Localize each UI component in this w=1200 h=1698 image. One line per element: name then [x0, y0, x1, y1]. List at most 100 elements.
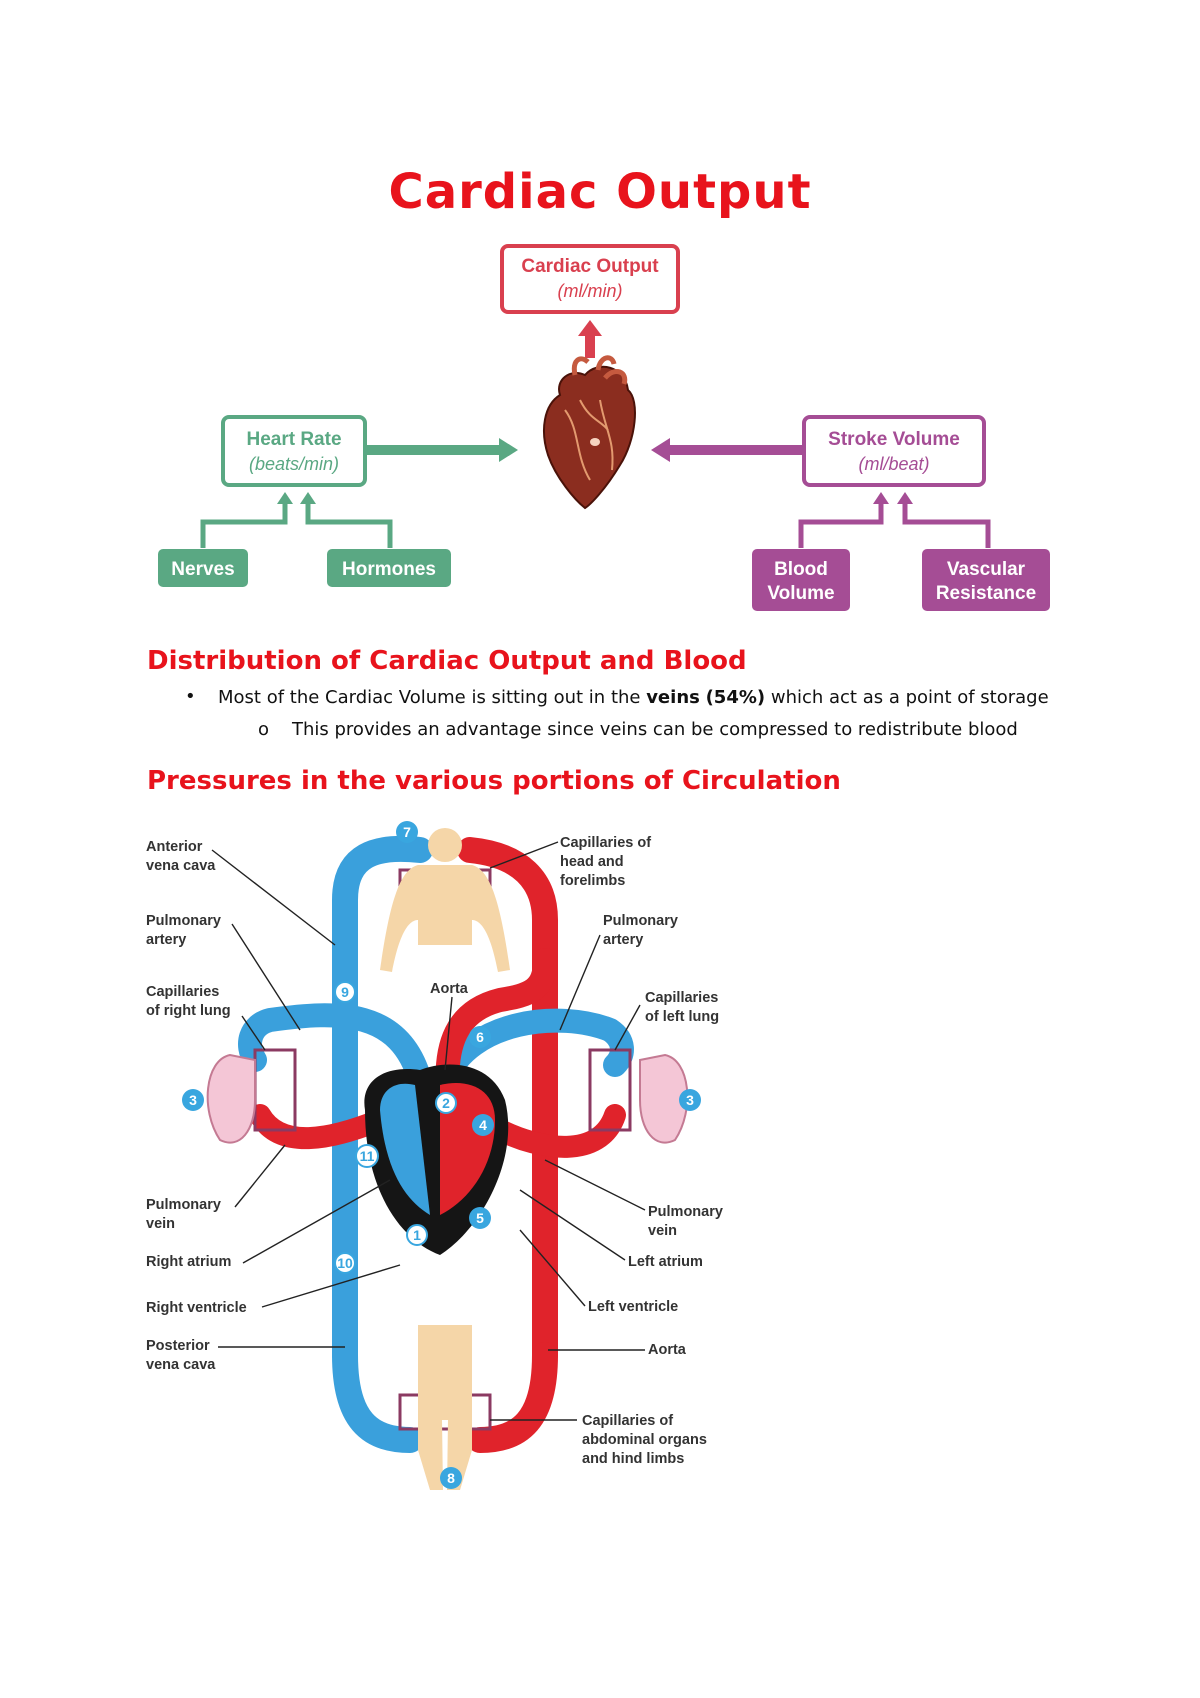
bullet-marker: • [185, 686, 196, 707]
label-pulmonary-vein-left-2: vein [146, 1216, 175, 1232]
label-left-ventricle: Left ventricle [588, 1299, 678, 1315]
blood-volume-box: Blood Volume [752, 549, 850, 611]
bullet-text: Most of the Cardiac Volume is sitting ou… [218, 687, 647, 708]
badge-11: 11 [355, 1144, 379, 1168]
label-posterior-vena-cava-1: Posterior [146, 1338, 210, 1354]
left-lung [639, 1053, 689, 1144]
label-left-atrium: Left atrium [628, 1254, 703, 1270]
stroke-volume-label: Stroke Volume [828, 429, 960, 450]
arrow-up-icon [277, 492, 293, 504]
stroke-volume-box: Stroke Volume (ml/beat) [802, 415, 986, 487]
svg-text:1: 1 [413, 1227, 421, 1243]
label-capillaries-right-lung-2: of right lung [146, 1003, 231, 1019]
label-right-atrium: Right atrium [146, 1254, 231, 1270]
bullet-bold-veins: veins [646, 687, 700, 708]
blood-volume-line2: Volume [767, 583, 834, 604]
heart-rate-label: Heart Rate [246, 429, 341, 450]
badge-3-left: 3 [182, 1089, 204, 1111]
label-capillaries-right-lung-1: Capillaries [146, 984, 219, 1000]
arrow-left-icon [651, 438, 802, 462]
cardiac-output-diagram: Cardiac Output (ml/min) Heart Rate (beat… [158, 244, 1050, 611]
leader-lines [211, 841, 646, 1421]
blood-volume-line1: Blood [774, 559, 828, 580]
label-pulmonary-artery-left-2: artery [146, 932, 186, 948]
stroke-volume-inputs-connector [798, 500, 991, 548]
hormones-label: Hormones [342, 559, 436, 580]
section-heading-distribution: Distribution of Cardiac Output and Blood [147, 646, 747, 676]
circulation-diagram: 7 9 6 3 3 2 4 11 5 1 10 8 Anterior vena … [146, 821, 723, 1490]
cardiac-output-box: Cardiac Output (ml/min) [500, 244, 680, 314]
page-title: Cardiac Output [388, 164, 812, 220]
arrow-up-icon [578, 320, 602, 358]
label-pulmonary-vein-right-1: Pulmonary [648, 1204, 723, 1220]
badge-1: 1 [406, 1224, 428, 1246]
badge-9: 9 [334, 981, 356, 1003]
heart-rate-box: Heart Rate (beats/min) [221, 415, 367, 487]
arrow-up-icon [897, 492, 913, 504]
label-right-ventricle: Right ventricle [146, 1300, 247, 1316]
bullet-text-end: which act as a point of storage [765, 687, 1049, 708]
svg-text:5: 5 [476, 1210, 484, 1226]
svg-text:8: 8 [447, 1470, 455, 1486]
badge-3-right: 3 [679, 1089, 701, 1111]
label-posterior-vena-cava-2: vena cava [146, 1357, 216, 1373]
lower-body-figure [418, 1325, 472, 1490]
sub-bullet-item: This provides an advantage since veins c… [292, 719, 1018, 740]
heart-rate-unit: (beats/min) [249, 454, 339, 474]
arrow-up-icon [873, 492, 889, 504]
svg-text:3: 3 [686, 1092, 694, 1108]
vascular-resistance-line1: Vascular [947, 559, 1026, 580]
stroke-volume-unit: (ml/beat) [858, 454, 929, 474]
badge-10: 10 [334, 1252, 356, 1274]
bullet-bold-percent: (54%) [705, 687, 766, 708]
cardiac-output-label: Cardiac Output [521, 256, 659, 277]
heart-icon [543, 355, 636, 510]
label-pulmonary-vein-left-1: Pulmonary [146, 1197, 221, 1213]
label-pulmonary-artery-left-1: Pulmonary [146, 913, 221, 929]
label-capillaries-left-lung-2: of left lung [645, 1009, 719, 1025]
svg-text:2: 2 [442, 1095, 450, 1111]
label-capillaries-abdominal-2: abdominal organs [582, 1432, 707, 1448]
label-pulmonary-artery-right-1: Pulmonary [603, 913, 678, 929]
label-capillaries-left-lung-1: Capillaries [645, 990, 718, 1006]
heart-rate-inputs-connector [200, 500, 393, 548]
label-aorta-right: Aorta [648, 1342, 687, 1358]
svg-text:9: 9 [341, 984, 349, 1000]
nerves-box: Nerves [158, 549, 248, 587]
label-capillaries-head-2: head and [560, 854, 624, 870]
badge-8: 8 [440, 1467, 462, 1489]
vascular-resistance-line2: Resistance [936, 583, 1036, 604]
svg-text:11: 11 [360, 1148, 375, 1164]
right-lung [206, 1053, 256, 1144]
badge-2: 2 [435, 1092, 457, 1114]
label-pulmonary-vein-right-2: vein [648, 1223, 677, 1239]
label-anterior-vena-cava-2: vena cava [146, 858, 216, 874]
label-pulmonary-artery-right-2: artery [603, 932, 643, 948]
svg-text:3: 3 [189, 1092, 197, 1108]
svg-text:6: 6 [476, 1029, 484, 1045]
svg-text:4: 4 [479, 1117, 487, 1133]
badge-6: 6 [469, 1026, 491, 1048]
svg-text:10: 10 [337, 1255, 353, 1271]
label-capillaries-head-3: forelimbs [560, 873, 625, 889]
svg-text:7: 7 [403, 824, 411, 840]
circulation-labels: Anterior vena cava Pulmonary artery Capi… [146, 835, 723, 1467]
vascular-resistance-box: Vascular Resistance [922, 549, 1050, 611]
label-capillaries-head-1: Capillaries of [560, 835, 651, 851]
badge-4: 4 [472, 1114, 494, 1136]
number-badges: 7 9 6 3 3 2 4 11 5 1 10 8 [182, 821, 701, 1489]
badge-5: 5 [469, 1207, 491, 1229]
bullet-item: Most of the Cardiac Volume is sitting ou… [218, 687, 1049, 708]
label-capillaries-abdominal-1: Capillaries of [582, 1413, 673, 1429]
nerves-label: Nerves [171, 559, 234, 580]
label-aorta-top: Aorta [430, 981, 469, 997]
cardiac-output-unit: (ml/min) [558, 281, 623, 301]
arrow-right-icon [367, 438, 518, 462]
badge-7: 7 [396, 821, 418, 843]
vessels [238, 835, 634, 1453]
hormones-box: Hormones [327, 549, 451, 587]
sub-bullet-marker: o [258, 719, 270, 740]
label-capillaries-abdominal-3: and hind limbs [582, 1451, 684, 1467]
label-anterior-vena-cava-1: Anterior [146, 839, 203, 855]
arrow-up-icon [300, 492, 316, 504]
